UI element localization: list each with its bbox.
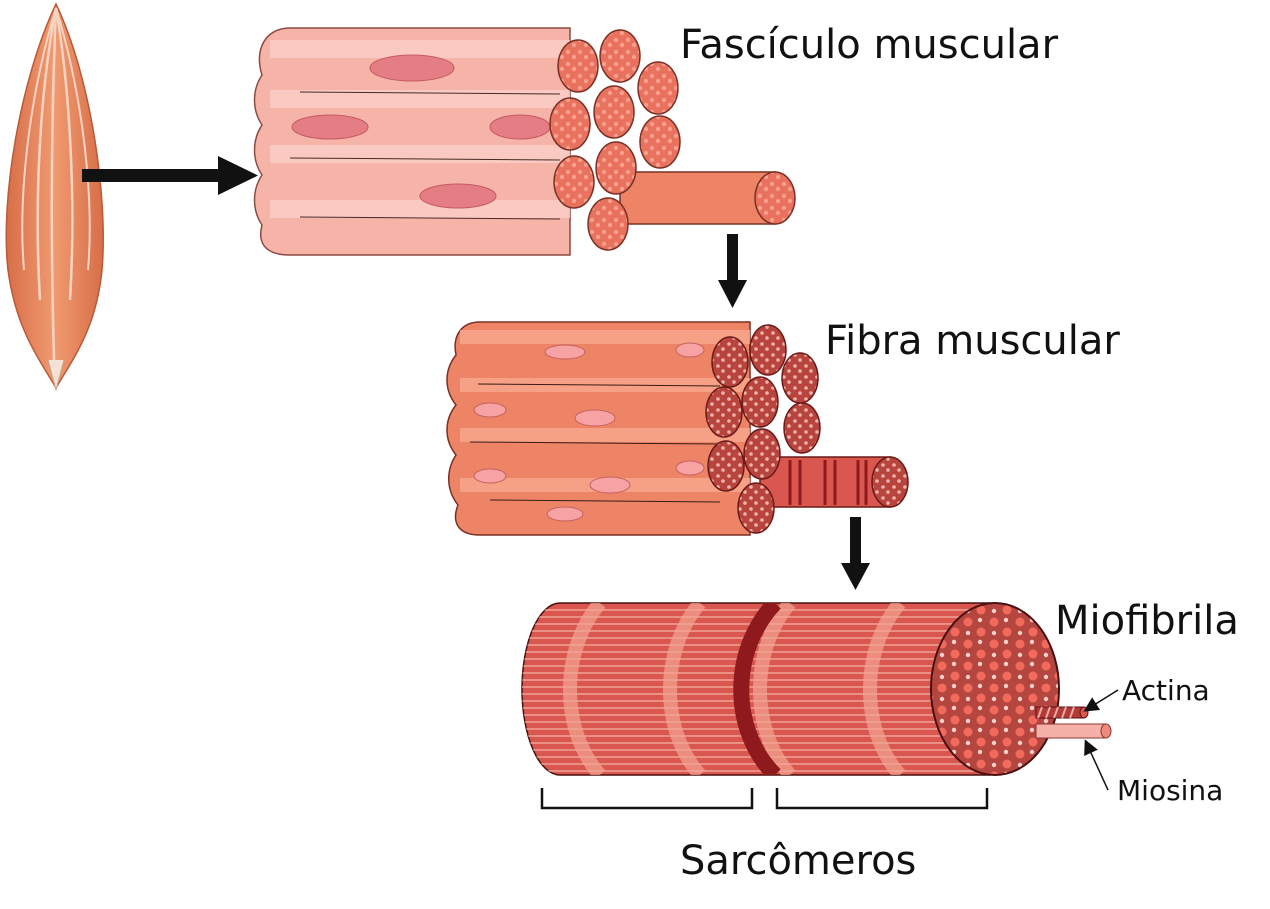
actina-pointer (1083, 689, 1119, 712)
fascicle-bundle (253, 27, 796, 256)
arrow-to-myofibril (841, 517, 870, 590)
actin-filament (1035, 706, 1089, 719)
arrow-to-fascicle (82, 156, 258, 195)
arrow-to-fibre (718, 234, 747, 308)
sarcomere-bracket-2 (775, 788, 989, 810)
sarcomere-bracket-1 (540, 788, 754, 810)
myosin-filament (1035, 723, 1112, 739)
label-miosina: Miosina (1117, 774, 1223, 807)
muscle-fibre-bundle (446, 321, 909, 536)
myofibril-cylinder (521, 602, 1119, 791)
label-miofibrila: Miofibrila (1055, 598, 1239, 644)
miosina-pointer (1084, 739, 1109, 791)
label-actina: Actina (1122, 674, 1210, 707)
sarcomere-brackets (540, 788, 989, 810)
label-fibra: Fibra muscular (825, 318, 1120, 364)
label-sarcomeros: Sarcômeros (680, 838, 916, 884)
whole-muscle (5, 2, 104, 392)
label-fasciculo: Fascículo muscular (680, 22, 1059, 68)
